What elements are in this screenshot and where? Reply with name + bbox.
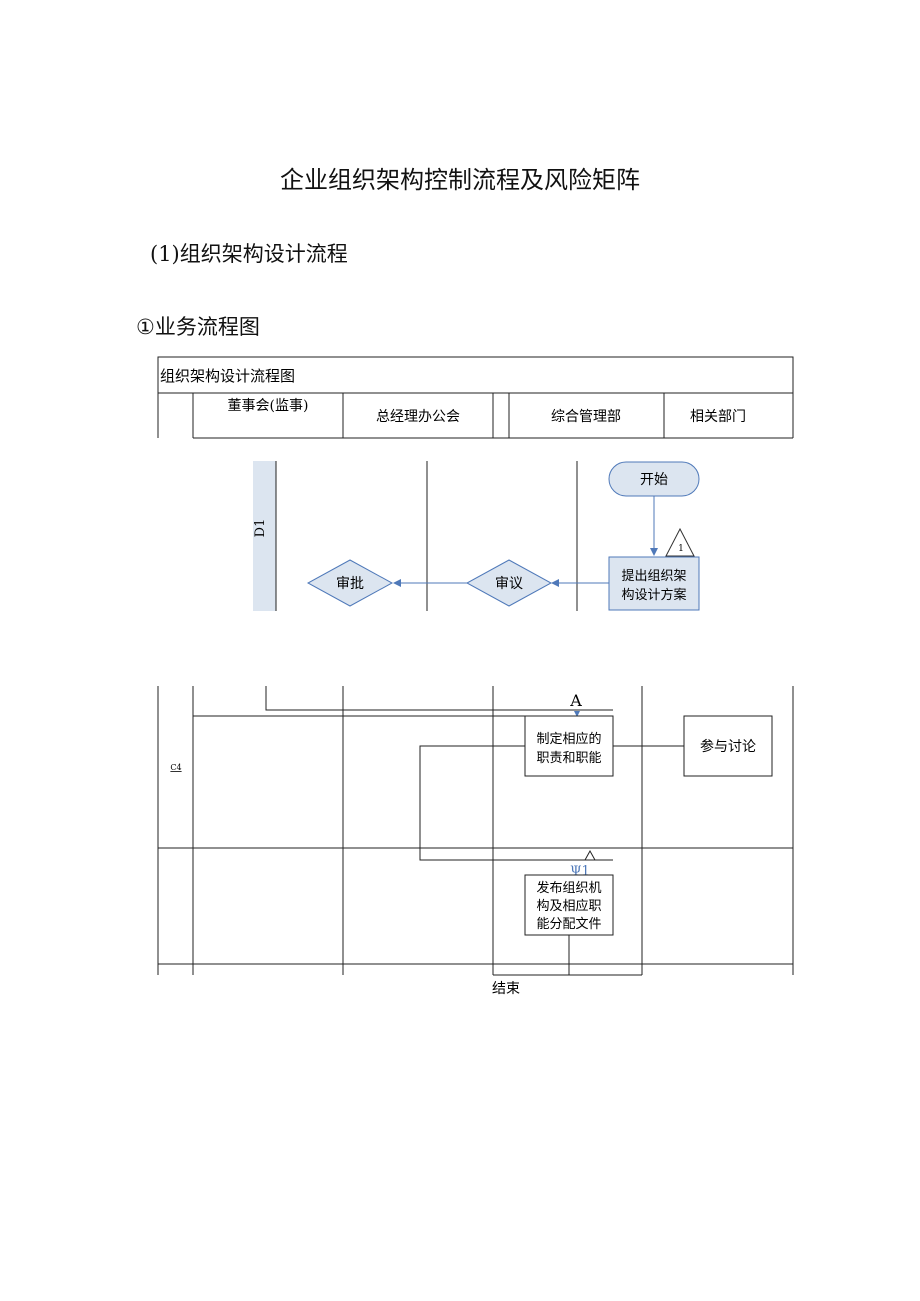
header-table: 组织架构设计流程图 董事会(监事) 总经理办公会 综合管理部 相关部门 — [157, 356, 794, 439]
approve-decision — [306, 559, 394, 607]
lane-header-board: 董事会(监事) — [228, 398, 309, 414]
publish-line-3: 能分配文件 — [536, 917, 601, 932]
phase-label-c4: C4 — [170, 763, 181, 772]
phase-label-d1: D1 — [253, 519, 268, 538]
lane-header-gm-office: 总经理办公会 — [376, 409, 460, 425]
lane-header-admin-dept: 综合管理部 — [551, 409, 621, 425]
define-line-1: 制定相应的 — [536, 731, 601, 747]
review-label: 审议 — [495, 576, 523, 592]
flow-bottom: C4 A 制定相应的 职责和职能 参与讨论 Ψ1 发布组织机 构及相应职 能分配… — [157, 686, 794, 997]
flow-top: D1 开始 1 提出组织架 构设计方案 审议 审批 — [253, 461, 700, 611]
review-decision — [465, 559, 553, 607]
connector-a: A — [569, 691, 582, 710]
page-title: 企业组织架构控制流程及风险矩阵 — [280, 166, 640, 194]
publish-line-1: 发布组织机 — [536, 880, 601, 896]
risk-marker-icon — [665, 527, 695, 557]
connector-marker-icon — [584, 849, 596, 861]
discuss-node — [683, 715, 773, 777]
start-label: 开始 — [640, 472, 668, 488]
discuss-label: 参与讨论 — [700, 738, 756, 755]
propose-line-1: 提出组织架 — [621, 568, 686, 584]
lane-header-related-dept: 相关部门 — [690, 409, 746, 425]
risk-marker-number: 1 — [678, 544, 684, 554]
end-label: 结束 — [492, 981, 520, 997]
propose-line-2: 构设计方案 — [621, 587, 686, 603]
define-line-2: 职责和职能 — [536, 751, 601, 766]
approve-label: 审批 — [336, 576, 364, 592]
publish-node — [524, 874, 614, 936]
define-duties-node — [524, 715, 614, 777]
section-heading: (1)组织架构设计流程 — [150, 242, 348, 266]
publish-line-2: 构及相应职 — [536, 898, 601, 914]
subsection-heading: ①业务流程图 — [136, 315, 260, 339]
propose-node — [608, 556, 700, 611]
table-caption: 组织架构设计流程图 — [160, 367, 295, 385]
